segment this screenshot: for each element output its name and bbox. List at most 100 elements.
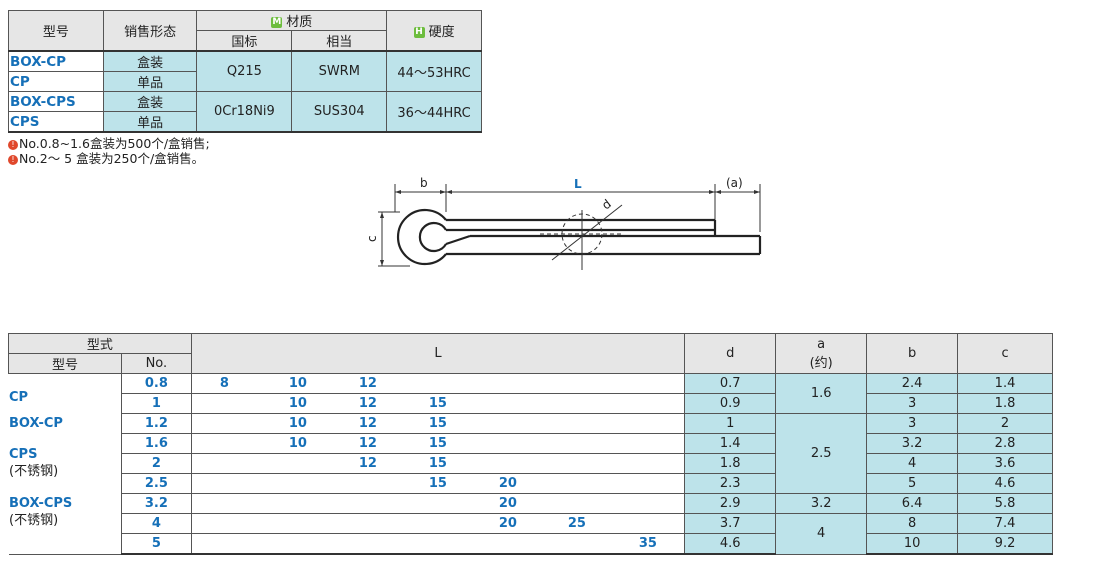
b-cell: 3 bbox=[866, 393, 959, 414]
no-cell: 1 bbox=[120, 393, 192, 414]
c-cell: 5.8 bbox=[957, 493, 1053, 514]
material-equiv: SUS304 bbox=[291, 91, 388, 133]
hardness-value: 44～53HRC bbox=[386, 50, 482, 92]
no-cell: 5 bbox=[120, 533, 192, 555]
length-value: 12 bbox=[358, 436, 377, 451]
cotter-pin-diagram: b L (a) d c bbox=[365, 176, 762, 270]
d-cell: 1.4 bbox=[684, 433, 777, 454]
length-value: 20 bbox=[498, 516, 517, 531]
length-value: 10 bbox=[288, 396, 307, 411]
warning-icon: ! bbox=[8, 139, 18, 150]
length-value: 12 bbox=[358, 376, 377, 391]
header-model: 型号 bbox=[8, 353, 122, 374]
length-value: 10 bbox=[288, 376, 307, 391]
header-material-label: 材质 bbox=[286, 15, 313, 30]
c-cell: 1.8 bbox=[957, 393, 1053, 414]
model-material-note: (不锈钢) bbox=[9, 513, 59, 528]
label-b: b bbox=[420, 176, 428, 190]
length-value: 12 bbox=[358, 416, 377, 431]
length-value: 12 bbox=[358, 456, 377, 471]
b-cell: 2.4 bbox=[866, 373, 959, 394]
d-cell: 2.3 bbox=[684, 473, 777, 494]
material-gb: 0Cr18Ni9 bbox=[196, 91, 293, 133]
header-gb: 国标 bbox=[196, 30, 293, 52]
c-cell: 7.4 bbox=[957, 513, 1053, 534]
c-cell: 2 bbox=[957, 413, 1053, 434]
header-a-label: a bbox=[817, 336, 826, 352]
d-cell: 1 bbox=[684, 413, 777, 434]
model-group: BOX-CP bbox=[9, 416, 63, 431]
c-cell: 1.4 bbox=[957, 373, 1053, 394]
b-cell: 10 bbox=[866, 533, 959, 555]
d-cell: 1.8 bbox=[684, 453, 777, 474]
model-code: CPS bbox=[9, 447, 38, 462]
length-cell: 20 bbox=[191, 493, 686, 514]
model-code: BOX-CP bbox=[8, 50, 104, 72]
model-group: CPS (不锈钢) bbox=[9, 446, 58, 480]
b-cell: 8 bbox=[866, 513, 959, 534]
sales-form: 单品 bbox=[102, 71, 198, 92]
length-value: 8 bbox=[219, 376, 229, 391]
no-cell: 1.6 bbox=[120, 433, 192, 454]
length-value: 20 bbox=[498, 496, 517, 511]
length-value: 20 bbox=[498, 476, 517, 491]
c-cell: 2.8 bbox=[957, 433, 1053, 454]
model-group: BOX-CPS (不锈钢) bbox=[9, 495, 72, 529]
b-cell: 6.4 bbox=[866, 493, 959, 514]
d-cell: 2.9 bbox=[684, 493, 777, 514]
header-L: L bbox=[190, 333, 686, 374]
c-cell: 9.2 bbox=[957, 533, 1053, 555]
d-cell: 0.7 bbox=[684, 373, 777, 394]
b-cell: 3 bbox=[866, 413, 959, 434]
model-code: CP bbox=[8, 71, 104, 92]
a-cell: 3.2 bbox=[775, 493, 868, 514]
length-value: 25 bbox=[567, 516, 586, 531]
a-cell: 1.6 bbox=[775, 373, 868, 414]
label-a: (a) bbox=[726, 176, 743, 190]
note-line: !No.2～ 5 盒装为250个/盒销售。 bbox=[8, 151, 210, 166]
length-cell: 8 10 12 bbox=[191, 373, 686, 394]
b-cell: 3.2 bbox=[866, 433, 959, 454]
length-value: 10 bbox=[288, 436, 307, 451]
model-column bbox=[8, 373, 122, 555]
c-cell: 4.6 bbox=[957, 473, 1053, 494]
label-d: d bbox=[599, 197, 614, 213]
model-material-note: (不锈钢) bbox=[9, 464, 59, 479]
sales-form: 盒装 bbox=[102, 50, 198, 72]
length-value: 15 bbox=[428, 476, 447, 491]
no-cell: 1.2 bbox=[120, 413, 192, 434]
model-code: BOX-CP bbox=[9, 416, 63, 431]
no-cell: 2.5 bbox=[120, 473, 192, 494]
header-no: No. bbox=[120, 353, 192, 374]
length-value: 10 bbox=[288, 416, 307, 431]
length-value: 15 bbox=[428, 416, 447, 431]
model-code: BOX-CPS bbox=[9, 496, 73, 511]
no-cell: 4 bbox=[120, 513, 192, 534]
d-cell: 4.6 bbox=[684, 533, 777, 555]
header-equiv: 相当 bbox=[291, 30, 388, 52]
d-cell: 3.7 bbox=[684, 513, 777, 534]
notes: !No.0.8~1.6盒装为500个/盒销售; !No.2～ 5 盒装为250个… bbox=[8, 136, 210, 166]
note-line: !No.0.8~1.6盒装为500个/盒销售; bbox=[8, 136, 210, 151]
label-L: L bbox=[574, 177, 582, 191]
material-gb: Q215 bbox=[196, 50, 293, 92]
note-text: No.0.8~1.6盒装为500个/盒销售; bbox=[19, 136, 210, 151]
hardness-badge-icon: H bbox=[413, 27, 425, 38]
no-cell: 0.8 bbox=[120, 373, 192, 394]
material-badge-icon: M bbox=[271, 17, 283, 28]
length-value: 15 bbox=[428, 396, 447, 411]
